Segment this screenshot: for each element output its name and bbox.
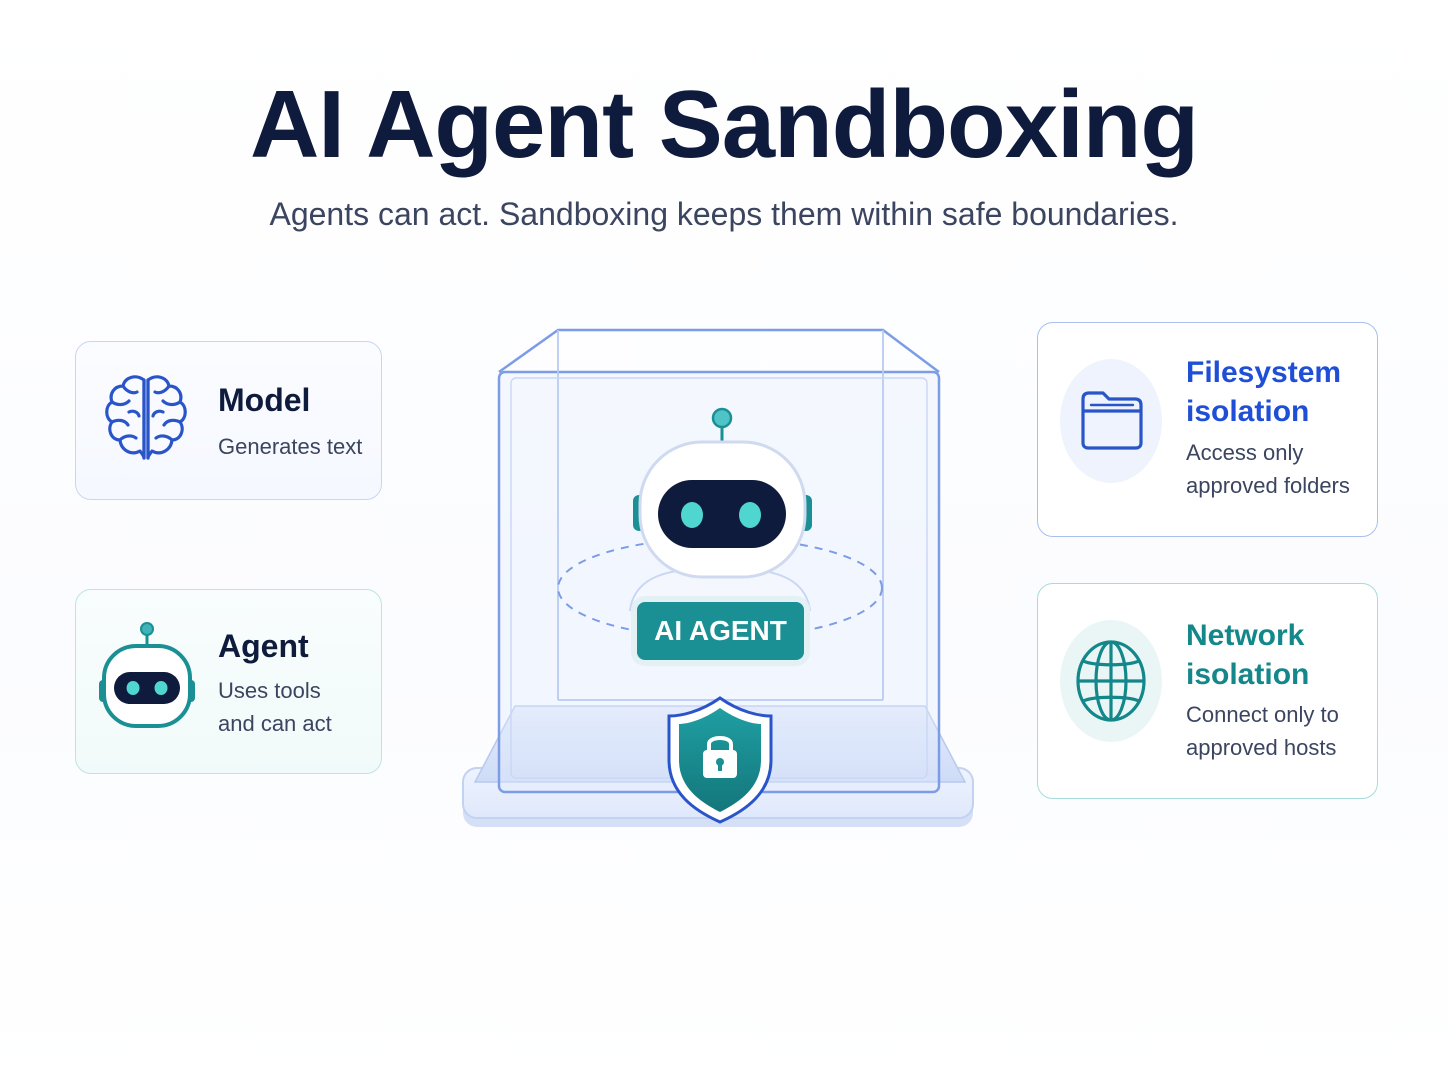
filesystem-desc-line1: Access only (1186, 440, 1304, 465)
page-title: AI Agent Sandboxing (249, 71, 1199, 178)
agent-desc-line2: and can act (218, 711, 332, 736)
filesystem-title-line1: Filesystem (1186, 356, 1342, 389)
agent-card: Agent Uses tools and can act (75, 589, 382, 774)
network-title-line2: isolation (1186, 658, 1310, 691)
network-title-line1: Network (1186, 619, 1305, 652)
folder-icon (1081, 391, 1143, 450)
model-desc: Generates text (218, 434, 363, 459)
model-card: Model Generates text (75, 341, 382, 500)
agent-title: Agent (218, 628, 309, 664)
network-card: Network isolation Connect only to approv… (1037, 583, 1378, 799)
filesystem-card: Filesystem isolation Access only approve… (1037, 322, 1378, 537)
robot-icon (99, 622, 195, 728)
robot-icon (628, 407, 812, 611)
ai-agent-badge: AI AGENT (637, 602, 804, 660)
network-desc-line2: approved hosts (1186, 735, 1337, 760)
globe-icon (1076, 640, 1146, 722)
page-subtitle: Agents can act. Sandboxing keeps them wi… (269, 196, 1179, 232)
model-title: Model (218, 382, 311, 418)
agent-desc-line1: Uses tools (218, 678, 321, 703)
network-desc-line1: Connect only to (1186, 702, 1339, 727)
filesystem-title-line2: isolation (1186, 395, 1310, 428)
brain-icon (105, 375, 187, 460)
orbit-ring (557, 537, 883, 639)
shield-lock-icon (667, 696, 773, 824)
sandbox-scene (462, 328, 974, 827)
filesystem-desc-line2: approved folders (1186, 473, 1350, 498)
